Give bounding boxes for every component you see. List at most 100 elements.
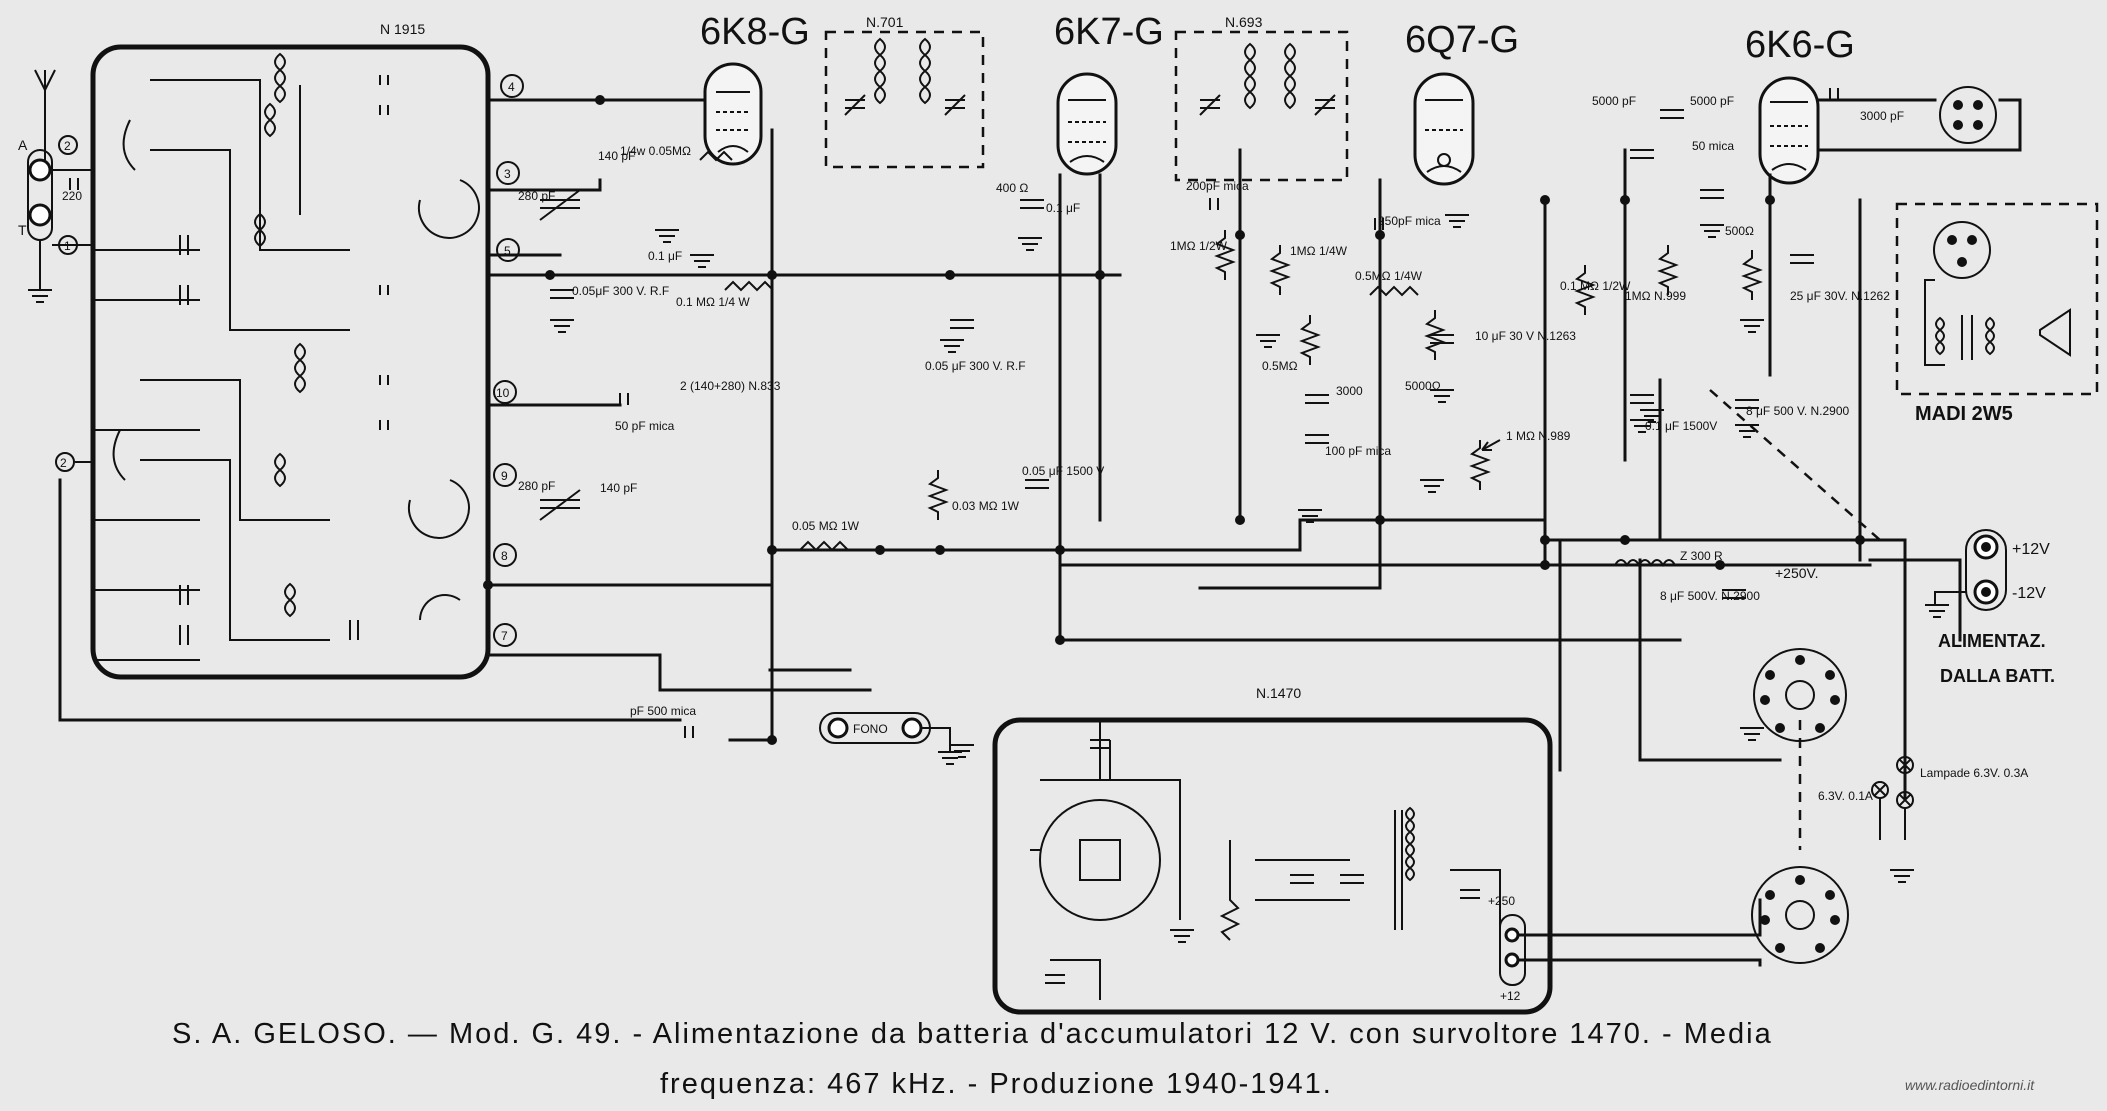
speaker-label: MADI 2W5 [1915,403,2013,425]
tube-6q7g [1413,72,1475,186]
lbl-c-01-1500: 0.1 μF 1500V [1645,419,1717,433]
tube-label-6q7g: 6Q7-G [1405,19,1519,61]
terminal-t: T [18,222,27,238]
lbl-r-5000: 5000Ω [1405,379,1441,393]
lbl-r-01-half: 0.1 MΩ 1/2W [1560,279,1631,293]
lbl-c-8uf-b: 8 μF 500V. N.2900 [1660,589,1760,603]
lbl-c-250-mica: 250pF mica [1378,214,1441,228]
lbl-r-400: 400 Ω [996,181,1028,195]
tube-label-6k8g: 6K8-G [700,11,810,53]
block-input-label: N 1915 [380,21,425,37]
lbl-c-10uf: 10 μF 30 V N.1263 [1475,329,1576,343]
passive-components [539,88,1949,883]
lbl-c-200-mica: 200pF mica [1186,179,1249,193]
block-vibrator [992,717,1553,1015]
fono-label: FONO [853,722,888,736]
pilot-lamps [1871,756,1914,840]
block-if1 [824,30,985,169]
lbl-gang: 2 (140+280) N.833 [680,379,781,393]
tube-6k6g [1758,76,1820,185]
caption-line-1: S. A. GELOSO. — Mod. G. 49. - Alimentazi… [172,1018,1773,1050]
input-coils [93,52,480,661]
lamp-left-label: 6.3V. 0.1A [1818,789,1873,803]
block-edge-terminals [493,74,524,647]
lbl-r-005-1w: 0.05 MΩ 1W [792,519,860,533]
vib-plus12-label: +12 [1500,989,1521,1003]
lbl-r-005-quarter: 1/4w 0.05MΩ [620,144,691,158]
lbl-r-05m-quarter: 0.5MΩ 1/4W [1355,269,1423,283]
terminal-1: 1 [64,239,71,253]
if-transformers [844,37,1336,116]
lbl-c-50-mica: 50 pF mica [615,419,675,433]
lbl-c-100-mica: 100 pF mica [1325,444,1391,458]
terminal-10: 10 [496,386,510,400]
block-input-coils [90,44,491,680]
block-if2 [1174,30,1349,182]
lbl-c-5000-b: 5000 pF [1690,94,1734,108]
supply-label-2: DALLA BATT. [1940,666,2055,686]
cap-220-label: 220 [62,189,82,203]
fono-jack [819,712,962,765]
lbl-c-140: 140 pF [598,149,635,163]
lbl-r-1m-999: 1MΩ N.999 [1625,289,1686,303]
lbl-r-01-quarter: 0.1 MΩ 1/4 W [676,295,750,309]
lbl-r-05m: 0.5MΩ [1262,359,1298,373]
octal-socket-lower [1751,866,1849,964]
lbl-c-500-mica: pF 500 mica [630,704,696,718]
lbl-c-01-b: 0.1 μF [1046,201,1080,215]
block-if1-label: N.701 [866,14,904,30]
lbl-c-3000-pf: 3000 pF [1860,109,1904,123]
vibrator-internals [1030,720,1526,1000]
tube-6k7g [1056,72,1118,176]
speaker-assembly [1924,86,2071,366]
lbl-c-3000: 3000 [1336,384,1363,398]
terminal-a: A [18,137,28,153]
lbl-c-25uf: 25 μF 30V. N.1262 [1790,289,1890,303]
caption-line-2: frequenza: 467 kHz. - Produzione 1940-19… [660,1068,1333,1100]
lbl-choke: Z 300 R [1680,549,1723,563]
terminal-2b: 2 [60,456,67,470]
tube-6k8g [703,62,763,166]
octal-socket-upper [1753,648,1847,742]
component-labels: 1/4w 0.05MΩ 140 pF 280 pF 280 pF 140 pF … [518,94,1904,718]
tube-label-6k6g: 6K6-G [1745,24,1855,66]
plus250-label: +250V. [1775,565,1818,581]
vib-plus250-label: +250 [1488,894,1515,908]
block-outlines [90,30,2099,1015]
lbl-c-50-mica-b: 50 mica [1692,139,1734,153]
plus12-label: +12V [2012,541,2050,558]
terminal-4: 4 [508,80,515,94]
block-if2-label: N.693 [1225,14,1263,30]
power-terminals [1934,529,2007,611]
block-vibrator-label: N.1470 [1256,685,1301,701]
junction-dots [483,95,1865,745]
terminal-3: 3 [504,167,511,181]
lbl-c-8uf-a: 8 μF 500 V. N.2900 [1746,404,1850,418]
terminal-5: 5 [504,244,511,258]
lbl-c-280-b: 280 pF [518,479,555,493]
lbl-c-5000-a: 5000 pF [1592,94,1636,108]
lbl-c-140-b: 140 pF [600,481,637,495]
lbl-c-005-if: 0.05 μF 300 V. R.F [925,359,1026,373]
terminal-7: 7 [501,629,508,643]
antenna-terminals [27,69,93,472]
supply-label-1: ALIMENTAZ. [1938,631,2046,651]
lbl-c-005-1500: 0.05 μF 1500 V [1022,464,1104,478]
lamps-label: Lampade 6.3V. 0.3A [1920,766,2028,780]
terminal-2: 2 [64,139,71,153]
tube-label-6k7g: 6K7-G [1054,11,1164,53]
lbl-c-280-a: 280 pF [518,189,555,203]
block-speaker [1895,202,2099,396]
terminal-8: 8 [501,549,508,563]
lbl-r-003-1w: 0.03 MΩ 1W [952,499,1020,513]
lbl-pot-1m: 1 MΩ N.989 [1506,429,1571,443]
lbl-r-1m-half: 1MΩ 1/2W [1170,239,1228,253]
lbl-r-1m-quarter: 1MΩ 1/4W [1290,244,1348,258]
lbl-c-01: 0.1 μF [648,249,682,263]
lbl-r-500: 500Ω [1725,224,1754,238]
minus12-label: -12V [2012,585,2046,602]
terminal-9: 9 [501,469,508,483]
lbl-c-005-300: 0.05μF 300 V. R.F [572,284,669,298]
watermark: www.radioedintorni.it [1905,1077,2035,1093]
